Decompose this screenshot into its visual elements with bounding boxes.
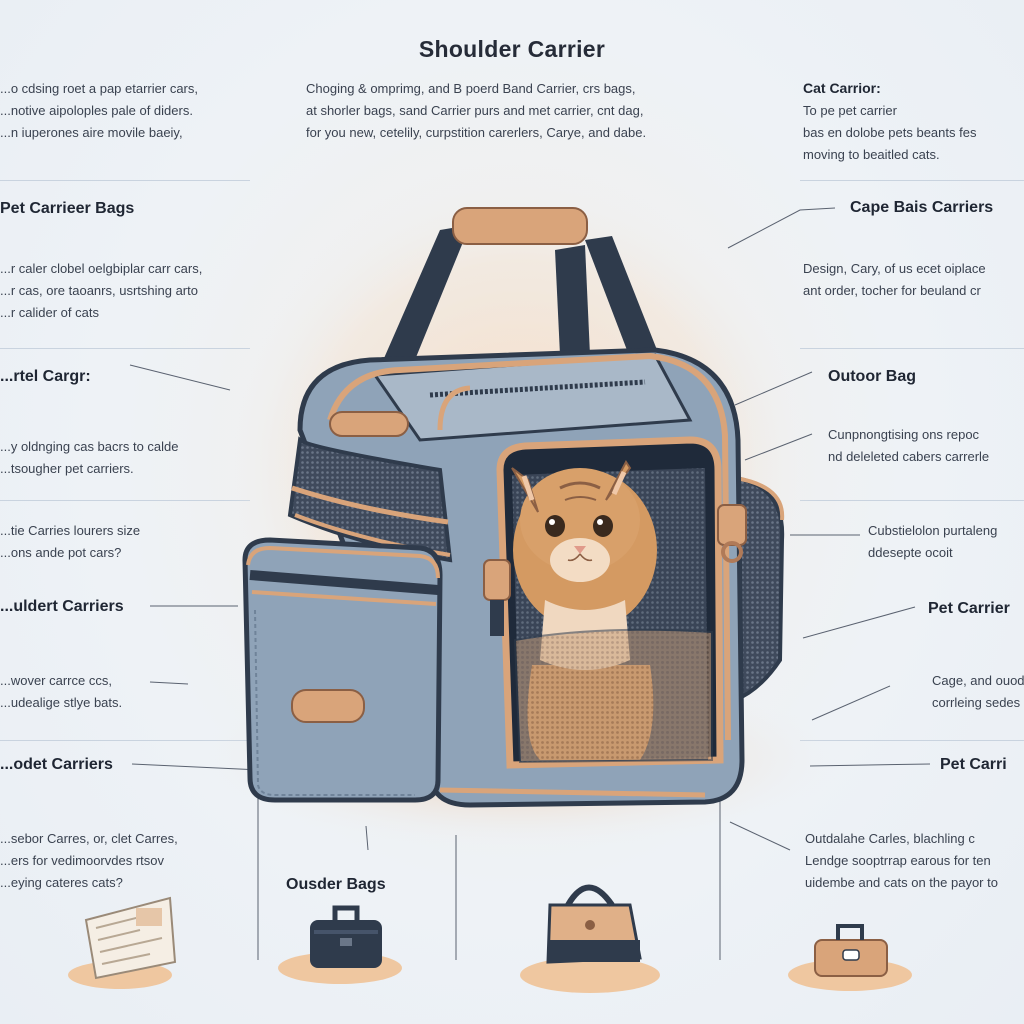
handle-grip — [452, 207, 588, 245]
right-heading-5: Pet Carri — [940, 756, 1007, 773]
top-center-text: Choging & omprimg, and B poerd Band Carr… — [306, 81, 647, 140]
side-mesh-window — [287, 436, 453, 563]
right-text-4: Cage, and ouodele corrleing sedes ca — [932, 673, 1024, 710]
left-text-4: ...wover carrce ccs, ...udealige stlye b… — [0, 673, 123, 710]
right-heading-2: Outoor Bag — [828, 368, 916, 385]
left-text-1: ...r caler clobel oelgbiplar carr cars, … — [0, 261, 203, 320]
right-strap-front — [555, 245, 590, 355]
bottom-label: Ousder Bags — [286, 876, 386, 893]
small-bag-icon — [310, 905, 382, 968]
front-pocket — [242, 537, 443, 803]
divider — [800, 180, 1024, 181]
divider — [0, 348, 250, 349]
newspaper-icon — [84, 896, 177, 980]
left-text-2: ...y oldnging cas bacrs to calde ...tsou… — [0, 439, 179, 476]
top-tab — [329, 411, 409, 437]
divider — [800, 348, 1024, 349]
top-left-text: ...o cdsing roet a pap etarrier cars, ..… — [0, 81, 198, 140]
right-heading-1: Cape Bais Carriers — [850, 199, 994, 216]
clip-left — [483, 559, 511, 636]
left-heading-4: ...uldert Carriers — [0, 598, 124, 615]
left-heading-1: Pet Carrieer Bags — [0, 200, 135, 217]
top-right-heading: Cat Carrior: — [803, 80, 881, 96]
right-text-5: Outdalahe Carles, blachling c Lendge soo… — [805, 831, 998, 890]
pocket-tab — [291, 689, 365, 723]
tan-bag-icon — [814, 924, 888, 977]
top-right-text: To pe pet carrier bas en dolobe pets bea… — [803, 103, 977, 162]
clip-right — [717, 504, 747, 563]
right-text-1: Design, Cary, of us ecet oiplace ant ord… — [803, 261, 986, 298]
divider — [800, 740, 1024, 741]
left-strap — [378, 225, 470, 372]
right-heading-4: Pet Carrier — [928, 600, 1010, 617]
right-text-2: Cunpnongtising ons repoc nd deleleted ca… — [828, 427, 990, 464]
left-heading-5: ...odet Carriers — [0, 756, 113, 773]
leader-lines — [129, 207, 931, 960]
divider — [0, 180, 250, 181]
divider — [0, 740, 250, 741]
divider — [0, 500, 250, 501]
page-title: Shoulder Carrier — [418, 36, 606, 62]
left-heading-2: ...rtel Cargr: — [0, 368, 91, 385]
divider — [800, 500, 1024, 501]
tote-bag-icon — [546, 884, 642, 964]
left-text-3: ...tie Carries lourers size ...ons ande … — [0, 523, 141, 560]
left-text-5: ...sebor Carres, or, clet Carres, ...ers… — [0, 831, 178, 890]
right-text-3: Cubstielolon purtaleng ddesepte ocoit — [868, 523, 998, 560]
